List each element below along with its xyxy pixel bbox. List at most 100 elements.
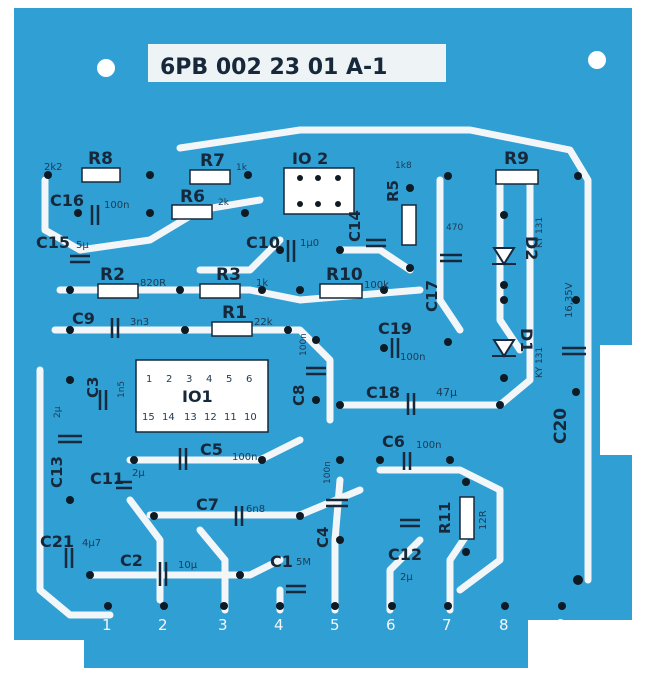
connector-pin-6: 6 (386, 616, 396, 634)
r1-body (211, 321, 253, 337)
io1-pin: 3 (186, 374, 192, 385)
d2-symbol (492, 247, 516, 266)
label-r7: R7 (200, 151, 225, 171)
traces (36, 126, 592, 619)
label-r9: R9 (504, 149, 529, 169)
value-r1: 22k (254, 317, 273, 328)
label-r8: R8 (88, 149, 113, 169)
label-r6: R6 (180, 187, 205, 207)
r5-body (401, 204, 417, 246)
board-cutout (528, 620, 632, 668)
label-c1: C1 (270, 552, 293, 571)
r11-body (459, 496, 475, 540)
connector-pin-1: 1 (102, 616, 112, 634)
value-c4: 100n (323, 461, 333, 484)
solder-pads (44, 171, 583, 610)
io1-pin-numbers: 1 2 3 4 5 6 15 14 13 12 11 10 (142, 374, 257, 423)
r7-body (189, 169, 231, 185)
io1-pin: 5 (226, 374, 232, 385)
label-r5: R5 (384, 180, 402, 202)
label-c7: C7 (196, 495, 219, 514)
title-plate (148, 44, 446, 82)
label-c10: C10 (246, 233, 280, 252)
r3-body (199, 283, 241, 299)
label-r3: R3 (216, 265, 241, 285)
value-c11: 2μ (132, 468, 145, 479)
label-c18: C18 (366, 383, 400, 402)
board-cutout (14, 640, 84, 668)
label-c9: C9 (72, 309, 95, 328)
value-c10: 1μ0 (300, 238, 319, 249)
value-c18: 47μ (436, 386, 457, 399)
label-r1: R1 (222, 303, 247, 323)
component-bodies (81, 167, 634, 540)
label-c5: C5 (200, 440, 223, 459)
value-r2: 820R (140, 278, 166, 289)
value-r3: 1k (256, 278, 268, 289)
value-c20: 16,35V (564, 282, 575, 318)
io2-body (283, 167, 355, 215)
value-labels: 2k2 1k 2k 100n 1k8 5μ 1μ0 820R 1k 100k 4… (44, 161, 575, 583)
label-c11: C11 (90, 469, 124, 488)
designators: R8 R7 IO 2 R5 R9 C16 R6 C15 C10 C14 R2 R… (36, 149, 571, 571)
value-c1: 5M (296, 557, 311, 568)
diodes (492, 247, 516, 358)
value-r10: 100k (364, 280, 389, 291)
connector-pin-7: 7 (442, 616, 452, 634)
label-c8: C8 (290, 385, 308, 406)
label-r2: R2 (100, 265, 125, 285)
value-c6: 100n (416, 440, 441, 451)
d1-symbol (492, 339, 516, 358)
mounting-hole-left (97, 59, 115, 77)
io1-pin: 15 (142, 412, 155, 423)
io1-pin: 10 (244, 412, 257, 423)
board-title: 6PB 002 23 01 A-1 (160, 55, 387, 80)
io1-pin: 11 (224, 412, 237, 423)
label-c6: C6 (382, 432, 405, 451)
value-r11: 12R (478, 510, 489, 530)
value-c21: 4μ7 (82, 538, 101, 549)
connector-pin-5: 5 (330, 616, 340, 634)
label-io2: IO 2 (292, 149, 328, 168)
connector-pin-4: 4 (274, 616, 284, 634)
label-c21: C21 (40, 532, 74, 551)
r2-body (97, 283, 139, 299)
io1-pin: 13 (184, 412, 197, 423)
value-c8-top: 100n (299, 333, 309, 356)
connector-pin-3: 3 (218, 616, 228, 634)
value-c16: 100n (104, 200, 129, 211)
label-r10: R10 (326, 265, 363, 285)
value-c3: 1n5 (117, 381, 127, 398)
label-io1: IO1 (182, 387, 213, 406)
label-d2: D2 (522, 236, 541, 260)
board-substrate (14, 8, 632, 668)
label-c13: C13 (48, 456, 66, 488)
r9-body (495, 169, 539, 185)
io1-body (135, 359, 269, 433)
label-c2: C2 (120, 551, 143, 570)
label-c17: C17 (423, 280, 441, 312)
value-c2: 10μ (178, 560, 198, 571)
mounting-hole-right (588, 51, 606, 69)
value-r8: 2k2 (44, 162, 63, 173)
value-d2: KY 131 (535, 217, 545, 248)
value-r6: 2k (218, 198, 230, 208)
value-r7: 1k (236, 163, 248, 173)
connector-pin-8: 8 (499, 616, 509, 634)
label-c16: C16 (50, 191, 84, 210)
value-d1: KY 131 (535, 347, 545, 378)
label-c14: C14 (346, 210, 364, 242)
r6-body (171, 204, 213, 220)
io1-pin: 2 (166, 374, 172, 385)
label-c19: C19 (378, 319, 412, 338)
r10-body (319, 283, 363, 299)
connector-pin-2: 2 (158, 616, 168, 634)
value-c5: 100n (232, 452, 257, 463)
c20-label-pad (600, 345, 634, 455)
label-c15: C15 (36, 233, 70, 252)
io1-pin: 12 (204, 412, 217, 423)
io1-pin: 14 (162, 412, 175, 423)
value-c17: 470 (446, 223, 463, 233)
label-d1: D1 (517, 328, 536, 352)
